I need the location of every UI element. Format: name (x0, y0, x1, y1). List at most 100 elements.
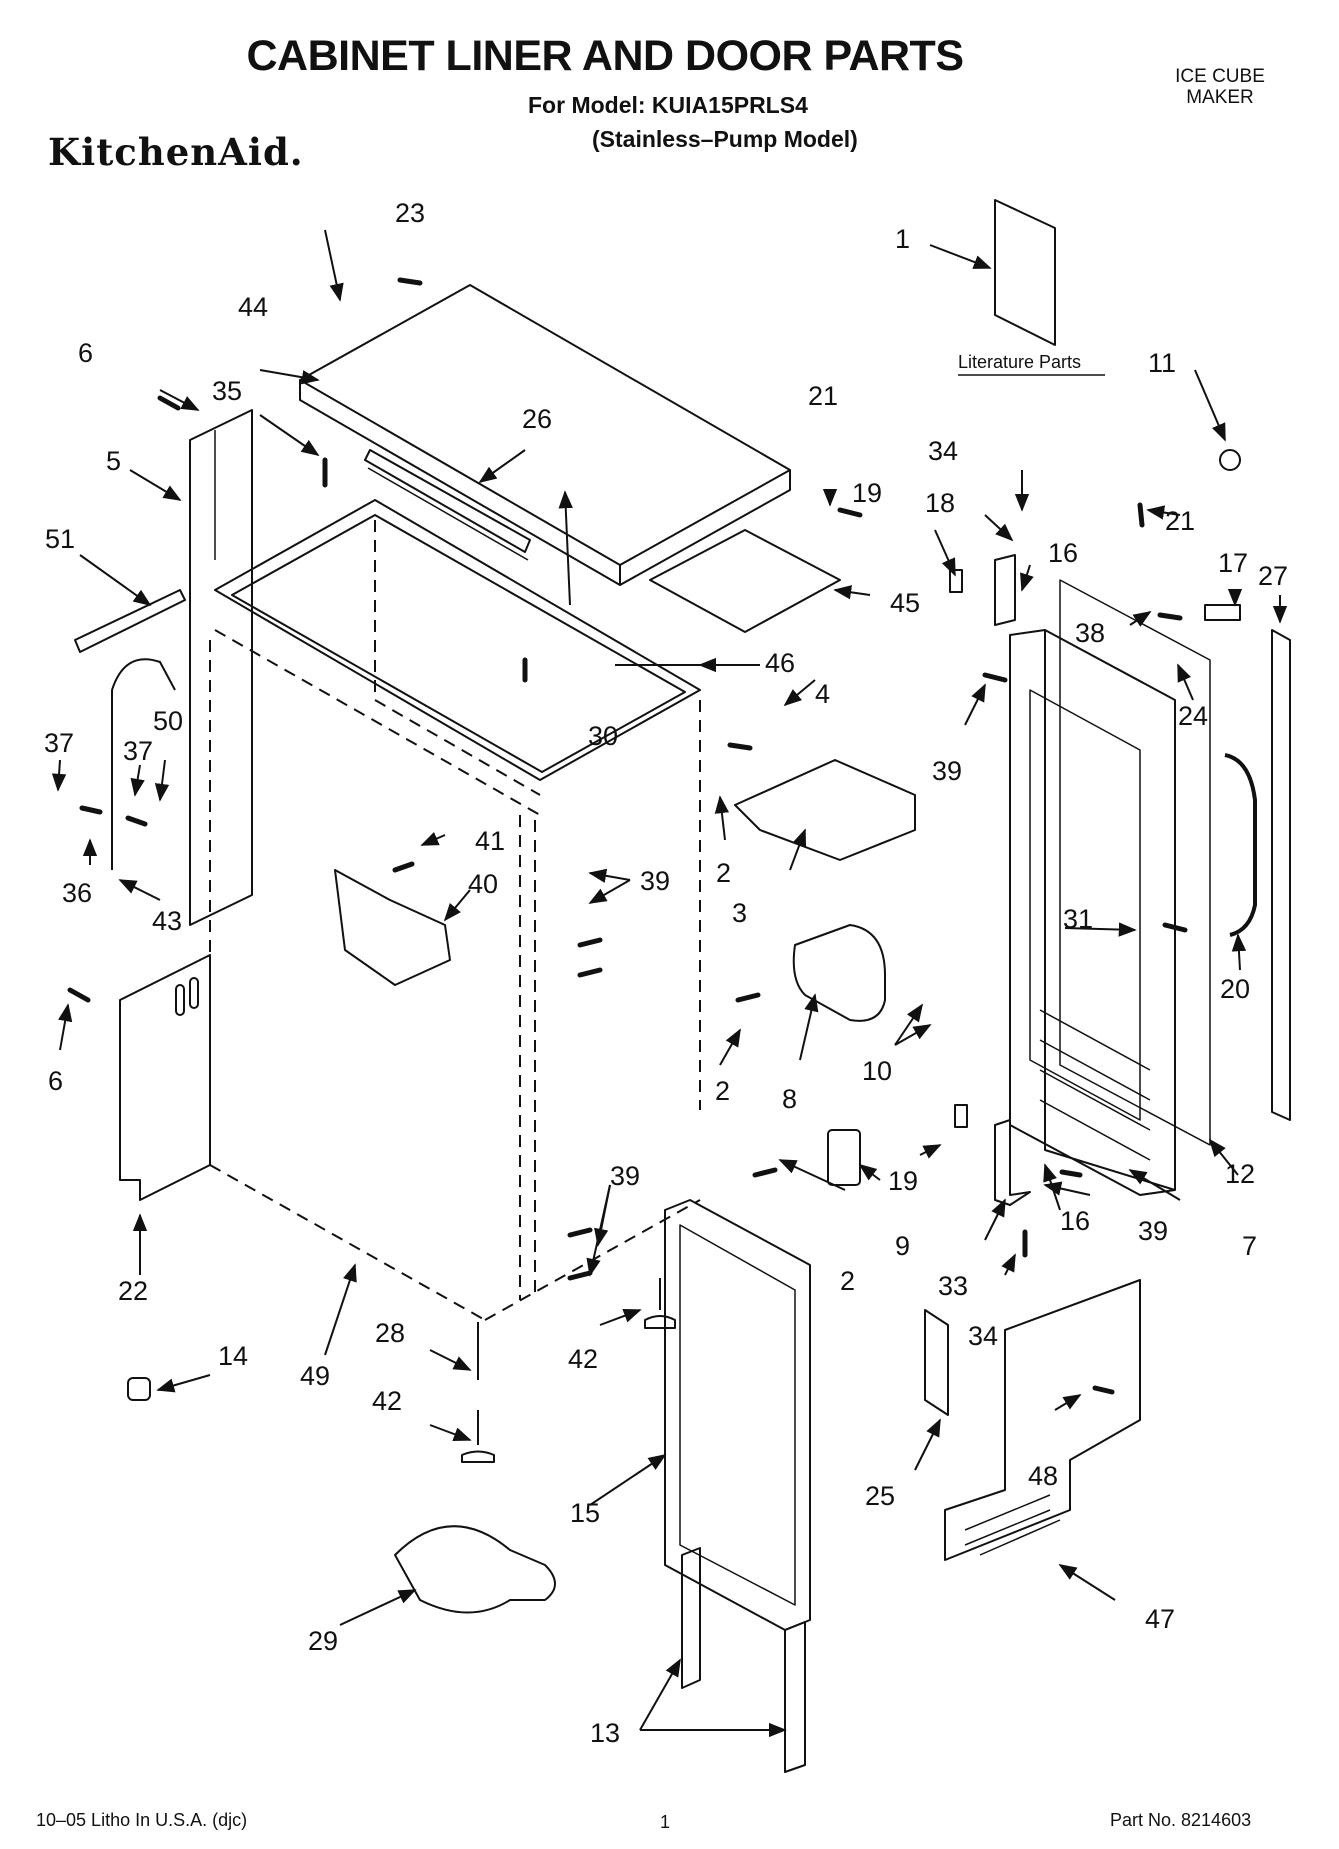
bracket-40-part (334, 869, 451, 986)
door-handle (1224, 753, 1257, 937)
callout-51: 51 (45, 524, 75, 554)
literature-booklet (994, 199, 1056, 346)
callout-24: 24 (1178, 701, 1208, 731)
callout-12: 12 (1225, 1159, 1255, 1189)
callout-31: 31 (1063, 904, 1093, 934)
top-hinge (994, 554, 1016, 626)
product-category: ICE CUBE MAKER (1175, 66, 1265, 108)
bracket-25-part (924, 1309, 949, 1416)
callout-3: 3 (732, 898, 747, 928)
callout-33: 33 (938, 1271, 968, 1301)
callout-42a: 42 (568, 1344, 598, 1374)
clip-11 (1219, 449, 1241, 471)
callout-28: 28 (375, 1318, 405, 1348)
callout-5: 5 (106, 446, 121, 476)
callout-7: 7 (1242, 1231, 1257, 1261)
trim-piece-a (681, 1547, 701, 1689)
callout-43: 43 (152, 906, 182, 936)
callout-37b: 37 (123, 736, 153, 766)
callout-16a: 16 (1048, 538, 1078, 568)
callout-50: 50 (153, 706, 183, 736)
callout-2b: 2 (715, 1076, 730, 1106)
drain-tube-part (111, 658, 176, 870)
trim-piece-b (784, 1621, 806, 1773)
callout-34b: 34 (968, 1321, 998, 1351)
callout-48: 48 (1028, 1461, 1058, 1491)
callout-27: 27 (1258, 561, 1288, 591)
callout-2c: 2 (840, 1266, 855, 1296)
callout-44: 44 (238, 292, 268, 322)
callout-1: 1 (895, 224, 910, 254)
door-frame-part (664, 1199, 811, 1631)
callout-22: 22 (118, 1276, 148, 1306)
model-variant: (Stainless–Pump Model) (592, 126, 858, 152)
callout-39b: 39 (640, 866, 670, 896)
callout-40: 40 (468, 869, 498, 899)
callout-16b: 16 (1060, 1206, 1090, 1236)
callout-21b: 21 (1165, 506, 1195, 536)
shim-19b (954, 1104, 968, 1128)
callout-41: 41 (475, 826, 505, 856)
callout-numbers: 1 11 23 44 6 35 26 21 5 34 19 18 16 21 5… (44, 198, 1288, 1748)
callout-15: 15 (570, 1498, 600, 1528)
callout-10: 10 (862, 1056, 892, 1086)
callout-29: 29 (308, 1626, 338, 1656)
callout-14: 14 (218, 1341, 248, 1371)
leveling-leg-b (644, 1278, 676, 1329)
litho-note: 10–05 Litho In U.S.A. (djc) (36, 1810, 248, 1830)
callout-19a: 19 (852, 478, 882, 508)
top-panel-part (299, 284, 791, 586)
callout-17: 17 (1218, 548, 1248, 578)
callout-39d: 39 (1138, 1216, 1168, 1246)
callout-39c: 39 (610, 1161, 640, 1191)
cabinet-liner (209, 499, 701, 1321)
side-panel (119, 954, 211, 1201)
callout-42b: 42 (372, 1386, 402, 1416)
brand-logo: KitchenAid. (48, 130, 304, 174)
part-number: Part No. 8214603 (1110, 1810, 1252, 1830)
callout-9: 9 (895, 1231, 910, 1261)
callout-11: 11 (1148, 348, 1176, 378)
callout-6b: 6 (48, 1066, 63, 1096)
callout-23: 23 (395, 198, 425, 228)
page-title: CABINET LINER AND DOOR PARTS (246, 32, 965, 80)
clip-14 (127, 1377, 151, 1401)
callout-25: 25 (865, 1481, 895, 1511)
rail-part (364, 449, 531, 553)
leveling-leg-a (461, 1410, 495, 1463)
insulation-sheet (649, 529, 841, 633)
callout-34a: 34 (928, 436, 958, 466)
grille-panel (944, 1279, 1141, 1561)
model-number: For Model: KUIA15PRLS4 (528, 92, 808, 118)
callout-8: 8 (782, 1084, 797, 1114)
callout-39a: 39 (932, 756, 962, 786)
callout-20: 20 (1220, 974, 1250, 1004)
callout-6a: 6 (78, 338, 93, 368)
cover-8-part (792, 924, 886, 1022)
callout-19b: 19 (888, 1166, 918, 1196)
callout-36: 36 (62, 878, 92, 908)
callout-38: 38 (1075, 618, 1105, 648)
callout-2a: 2 (716, 858, 731, 888)
ice-scoop (394, 1525, 556, 1614)
page-number: 1 (660, 1812, 671, 1832)
side-bracket (189, 409, 253, 926)
callout-26: 26 (522, 404, 552, 434)
callout-45: 45 (890, 588, 920, 618)
callout-18: 18 (925, 488, 955, 518)
callout-4: 4 (815, 679, 830, 709)
inner-door-panel (1059, 579, 1211, 1146)
callout-37a: 37 (44, 728, 74, 758)
cable-tie-part (74, 589, 186, 653)
callout-47: 47 (1145, 1604, 1175, 1634)
callout-46: 46 (765, 648, 795, 678)
callout-30: 30 (588, 721, 618, 751)
door-gasket-strip (1271, 629, 1291, 1121)
callout-49: 49 (300, 1361, 330, 1391)
callout-21a: 21 (808, 381, 838, 411)
callout-35: 35 (212, 376, 242, 406)
callout-13: 13 (590, 1718, 620, 1748)
literature-parts-label: Literature Parts (958, 352, 1081, 372)
stop-part (827, 1129, 861, 1186)
